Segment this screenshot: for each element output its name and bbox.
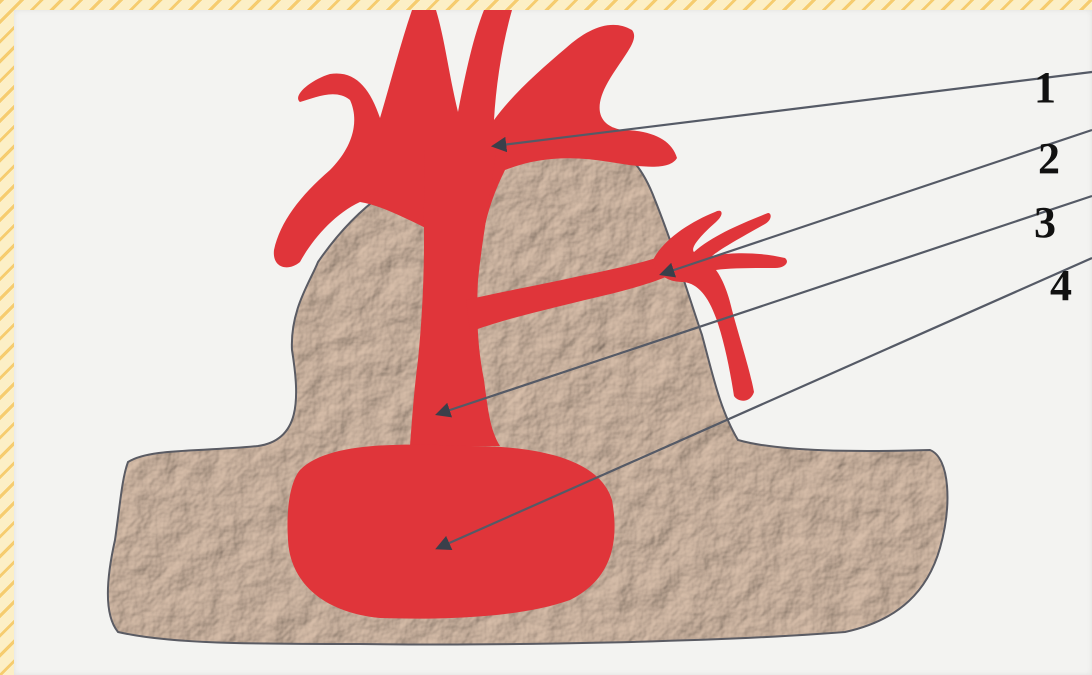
label-3: 3 bbox=[1034, 201, 1056, 245]
label-4: 4 bbox=[1050, 264, 1072, 308]
pointer-line-2 bbox=[662, 130, 1092, 274]
vessel-bulb bbox=[288, 445, 615, 619]
label-2: 2 bbox=[1038, 137, 1060, 181]
label-1: 1 bbox=[1034, 66, 1056, 110]
